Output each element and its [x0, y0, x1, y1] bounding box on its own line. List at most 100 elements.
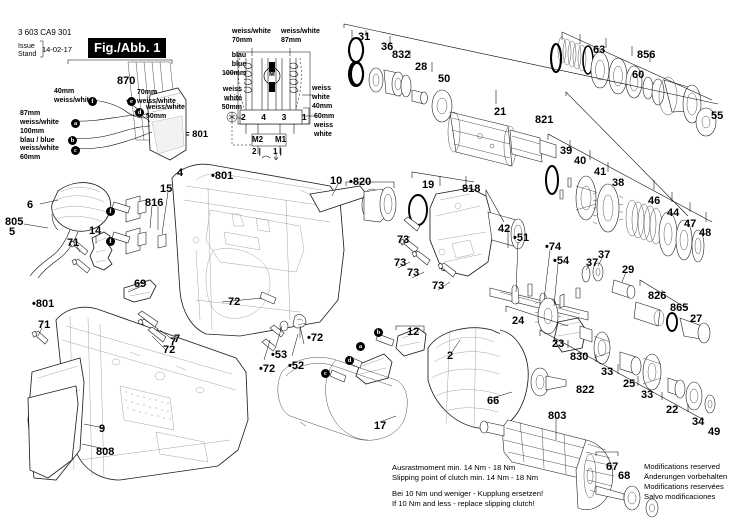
- gear-housing: [399, 171, 589, 321]
- callout-816: 816: [145, 197, 164, 209]
- callout-820: •820: [349, 176, 372, 188]
- callout-25: 25: [623, 378, 636, 390]
- note-replace-de: Bei 10 Nm und weniger - Kupplung ersetze…: [392, 489, 544, 498]
- callout-27: 27: [690, 313, 703, 325]
- callout-71: 71: [67, 237, 80, 249]
- callout-42: 42: [498, 223, 511, 235]
- rights-line-2: Änderungen vorbehalten: [644, 472, 728, 481]
- cord-group: [29, 59, 187, 303]
- housing-half-left: [27, 306, 249, 481]
- callout-50: 50: [438, 73, 451, 85]
- callout-12: 12: [407, 326, 420, 338]
- shaft-assembly: [505, 262, 716, 421]
- part-number: 3 603 CA9 301: [18, 28, 72, 37]
- callout-24: 24: [512, 315, 525, 327]
- callout-14: 14: [89, 225, 102, 237]
- callout-71: 71: [38, 319, 51, 331]
- callout-66: 66: [487, 395, 500, 407]
- callout-39: 39: [560, 145, 573, 157]
- rights-line-4: Salvo modificaciones: [644, 492, 716, 501]
- callout-7: 7: [170, 336, 177, 348]
- circle-marker-b: b: [374, 328, 383, 337]
- callout-73: 73: [432, 280, 445, 292]
- callout-15: 15: [160, 183, 173, 195]
- callout-19: 19: [422, 179, 435, 191]
- callout-801: •801: [32, 298, 55, 310]
- callout-803: 803: [548, 410, 567, 422]
- callout-73: 73: [397, 234, 410, 246]
- callout-7: 7: [174, 333, 181, 345]
- schematic-motor-label: M: [269, 71, 275, 78]
- callout-44: 44: [667, 207, 680, 219]
- callout-23: 23: [552, 338, 565, 350]
- callout-9: 9: [99, 423, 106, 435]
- callout-856: 856: [637, 49, 656, 61]
- note-torque-de: Ausrastmoment min. 14 Nm - 18 Nm: [392, 463, 516, 472]
- callout-67: 67: [606, 461, 619, 473]
- circle-marker-c: c: [71, 146, 80, 155]
- callout-805: 805: [5, 216, 24, 228]
- schematic-motor-terminal-m2: M2: [252, 135, 264, 144]
- callout-72: •72: [307, 332, 324, 344]
- callout-73: 73: [407, 267, 420, 279]
- callout-72: 72: [228, 296, 241, 308]
- callout-72: •72: [259, 363, 276, 375]
- legend-text: = 801: [184, 129, 209, 140]
- circle-marker-f: f: [106, 207, 115, 216]
- note-replace-en: If 10 Nm and less - replace slipping clu…: [392, 499, 535, 508]
- callout-33: 33: [641, 389, 654, 401]
- callout-36: 36: [381, 41, 394, 53]
- circle-marker-e: e: [127, 97, 136, 106]
- callout-865: 865: [670, 302, 689, 314]
- armature: [479, 418, 659, 518]
- callout-821: 821: [535, 114, 554, 126]
- issue-date: 14-02-17: [42, 45, 73, 54]
- issue-label: Issue: [18, 43, 35, 50]
- callout-52: •52: [288, 360, 305, 372]
- schematic-terminals: 2 4 3 1: [241, 112, 314, 122]
- callout-49: 49: [708, 426, 721, 438]
- callout-28: 28: [415, 61, 428, 73]
- callout-801: •801: [211, 170, 234, 182]
- callout-2: 2: [447, 350, 454, 362]
- callout-38: 38: [612, 177, 625, 189]
- callout-4: 4: [177, 167, 184, 179]
- callout-10: 10: [330, 175, 343, 187]
- callout-808: 808: [96, 446, 115, 458]
- callout-48: 48: [699, 227, 712, 239]
- callout-29: 29: [622, 264, 635, 276]
- cylinder-assembly: [343, 23, 719, 217]
- callout-55: 55: [711, 110, 724, 122]
- rights-line-1: Modifications reserved: [644, 462, 720, 471]
- callout-40: 40: [574, 155, 587, 167]
- schematic-motor-terminal-m1: M1: [275, 135, 287, 144]
- callout-822: 822: [576, 384, 595, 396]
- circle-marker-b: b: [68, 136, 77, 145]
- circle-marker-f: f: [88, 97, 97, 106]
- note-torque-en: Slipping point of clutch min. 14 Nm - 18…: [392, 473, 539, 482]
- callout-63: 63: [593, 44, 606, 56]
- callout-37: 37: [586, 257, 599, 269]
- callout-870: 870: [117, 75, 136, 87]
- callout-46: 46: [648, 195, 661, 207]
- circle-marker-c: c: [321, 369, 330, 378]
- figure-label: Fig./Abb. 1: [88, 38, 167, 58]
- callout-69: 69: [134, 278, 147, 290]
- circle-marker-d: d: [135, 108, 144, 117]
- callout-21: 21: [494, 106, 507, 118]
- callout-832: 832: [392, 49, 411, 61]
- callout-5: 5: [9, 226, 16, 238]
- wiring-schematic: [224, 48, 316, 161]
- stand-label: Stand: [18, 51, 37, 58]
